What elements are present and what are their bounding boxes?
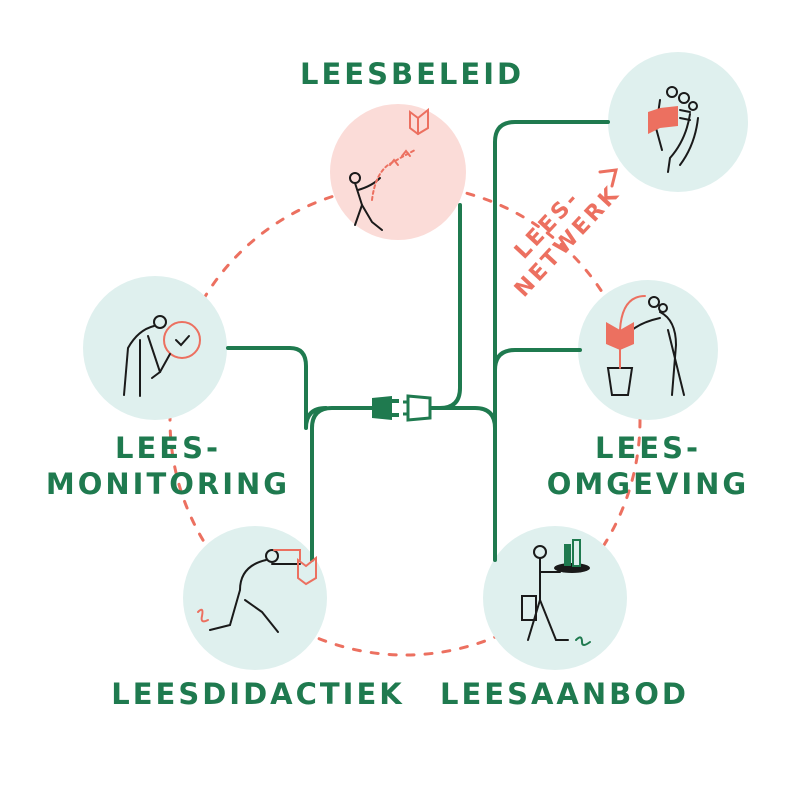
label-leesomgeving: LEES- OMGEVING bbox=[538, 430, 758, 503]
circle-leesbeleid bbox=[330, 104, 466, 240]
line-omgeving bbox=[493, 348, 582, 372]
label-leesaanbod: LEESAANBOD bbox=[440, 677, 689, 711]
plug-icon bbox=[372, 394, 432, 422]
dashed-ring bbox=[168, 183, 642, 657]
label-leesomgeving-line1: LEES- bbox=[594, 431, 702, 465]
line-center-right bbox=[430, 406, 497, 430]
person-with-plant-book-icon bbox=[606, 295, 685, 396]
kite-flyer-books-icon bbox=[349, 107, 429, 231]
connector-lines bbox=[226, 120, 610, 562]
label-leesmonitoring-line1: LEES- bbox=[114, 431, 222, 465]
label-leesmonitoring: LEES- MONITORING bbox=[38, 430, 298, 503]
label-leesomgeving-line2: OMGEVING bbox=[546, 467, 750, 502]
circle-leesaanbod bbox=[483, 526, 627, 670]
people-reading-books-icon bbox=[648, 86, 699, 173]
person-with-magnifier-icon bbox=[123, 315, 201, 397]
line-netwerk bbox=[493, 120, 610, 562]
waiter-with-books-icon bbox=[521, 539, 591, 646]
person-chasing-book-icon bbox=[197, 549, 317, 633]
label-leesmonitoring-line2: MONITORING bbox=[45, 467, 291, 502]
circle-leesdidactiek bbox=[183, 526, 327, 670]
line-monitoring bbox=[226, 346, 328, 430]
label-leesdidactiek: LEESDIDACTIEK bbox=[111, 677, 405, 711]
circle-leesmonitoring bbox=[83, 276, 227, 420]
circle-leesomgeving bbox=[578, 280, 718, 420]
line-left-trunk bbox=[310, 406, 374, 562]
label-leesbeleid: LEESBELEID bbox=[300, 57, 525, 91]
netwerk-arrow-icon bbox=[598, 168, 618, 188]
line-beleid bbox=[430, 203, 462, 410]
